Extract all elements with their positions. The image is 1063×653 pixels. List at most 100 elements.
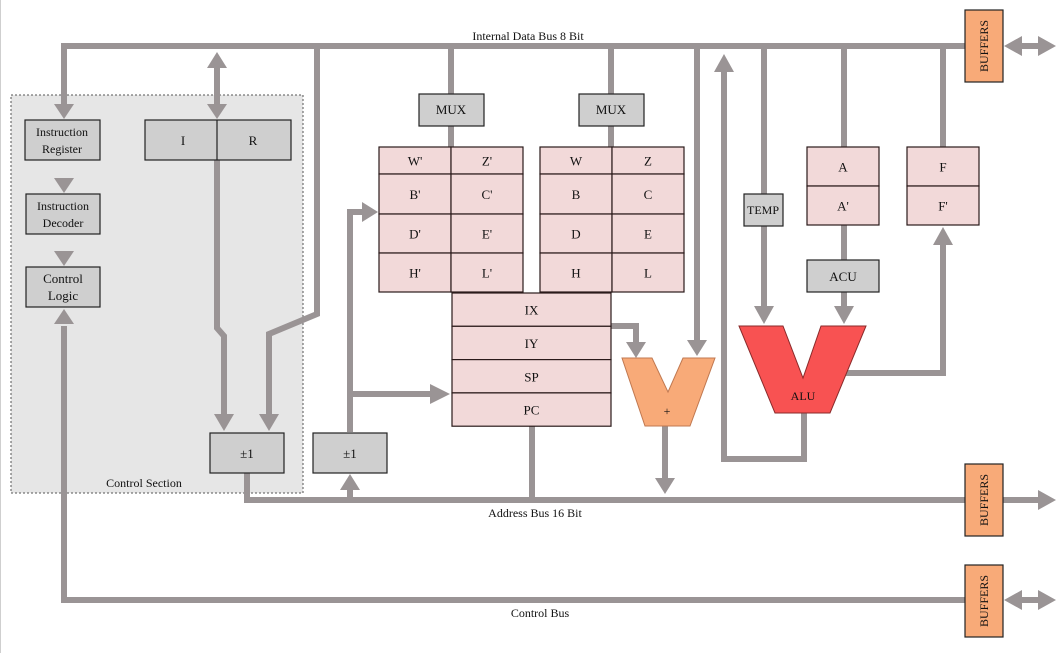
alternate-register-bank: W'Z'B'C'D'E'H'L' bbox=[378, 146, 524, 293]
instruction-decoder-line1: Instruction bbox=[37, 199, 89, 213]
arrow-into-ir bbox=[54, 104, 74, 119]
register-cell: B bbox=[539, 173, 613, 215]
temp-register: TEMP bbox=[743, 193, 784, 227]
register-label: A bbox=[838, 160, 848, 175]
register-label: B bbox=[572, 187, 581, 202]
register-cell: E' bbox=[450, 213, 524, 254]
register-label: Z bbox=[644, 154, 652, 169]
alu-label: ALU bbox=[791, 389, 816, 403]
control-logic-line2: Logic bbox=[48, 288, 79, 303]
register-cell: A bbox=[806, 146, 880, 187]
alu-output-to-databus bbox=[721, 70, 807, 462]
acu: ACU bbox=[806, 259, 880, 293]
alu: ALU bbox=[738, 325, 867, 414]
address-bus-label: Address Bus 16 Bit bbox=[488, 506, 582, 520]
mux-right: MUX bbox=[578, 93, 645, 127]
register-label: F bbox=[939, 160, 946, 175]
mux-left-label: MUX bbox=[436, 102, 467, 117]
register-label: Z' bbox=[482, 154, 492, 169]
instruction-decoder-line2: Decoder bbox=[43, 216, 84, 230]
control-buffers-label: BUFFERS bbox=[977, 575, 991, 627]
register-label: E bbox=[644, 227, 652, 242]
arrow-ir-down bbox=[207, 104, 227, 119]
arrow-address-buffer-right bbox=[1038, 490, 1056, 510]
register-label: W' bbox=[408, 154, 423, 169]
control-section-label: Control Section bbox=[106, 476, 182, 490]
control-bus-buffers: BUFFERS bbox=[964, 564, 1004, 638]
register-label: F' bbox=[938, 199, 948, 214]
register-label: H bbox=[571, 266, 580, 281]
addr-incdec-to-regs bbox=[347, 209, 364, 432]
register-cell: D' bbox=[378, 213, 452, 254]
register-label: L' bbox=[482, 266, 492, 281]
register-cell: L bbox=[611, 252, 685, 293]
register-label: C bbox=[644, 187, 653, 202]
ix-to-adder bbox=[611, 323, 639, 342]
address-inc-dec: ±1 bbox=[312, 432, 388, 474]
arrow-control-buffer-left bbox=[1004, 590, 1022, 610]
acu-label: ACU bbox=[829, 269, 857, 284]
register-label: D' bbox=[409, 227, 421, 242]
register-cell: E bbox=[611, 213, 685, 254]
control-logic-line1: Control bbox=[43, 271, 83, 286]
instruction-register-line2: Register bbox=[42, 142, 82, 156]
main-register-bank: W Z B C D E H L bbox=[539, 146, 685, 293]
address-inc-dec-label: ±1 bbox=[343, 446, 357, 461]
mux-left: MUX bbox=[418, 93, 485, 127]
register-label: E' bbox=[482, 227, 492, 242]
register-cell: L' bbox=[450, 252, 524, 293]
register-label: D bbox=[571, 227, 580, 242]
address-adder: + bbox=[621, 357, 716, 427]
register-cell: W bbox=[539, 146, 613, 175]
arrow-into-regs-alt bbox=[362, 202, 378, 222]
register-label: IX bbox=[525, 303, 539, 318]
arrowheads bbox=[54, 36, 1056, 610]
register-cell: W' bbox=[378, 146, 452, 175]
arrow-into-sp bbox=[430, 384, 450, 404]
arrow-into-f bbox=[933, 227, 953, 245]
instruction-decoder: Instruction Decoder bbox=[25, 193, 101, 235]
arrow-into-adder-left bbox=[626, 342, 646, 358]
bus-lines bbox=[61, 43, 1040, 603]
control-bus-label: Control Bus bbox=[511, 606, 570, 620]
arrow-temp-to-alu bbox=[754, 306, 774, 324]
register-cell: D bbox=[539, 213, 613, 254]
arrow-decoder-to-logic bbox=[54, 251, 74, 266]
register-label: C' bbox=[481, 187, 492, 202]
adder-label: + bbox=[664, 404, 671, 418]
address-buffers-label: BUFFERS bbox=[977, 474, 991, 526]
ir-register: I R bbox=[144, 119, 292, 161]
register-cell: C bbox=[611, 173, 685, 215]
data-bus-buffers: BUFFERS bbox=[964, 9, 1004, 83]
accumulator-register: A A' bbox=[806, 146, 880, 226]
address-bus bbox=[244, 472, 966, 503]
register-cell: PC bbox=[451, 392, 612, 427]
register-label: IY bbox=[525, 336, 539, 351]
register-label: H' bbox=[409, 266, 421, 281]
mux-right-label: MUX bbox=[596, 102, 627, 117]
address-bus-buffers: BUFFERS bbox=[964, 463, 1004, 537]
register-cell: IY bbox=[451, 325, 612, 361]
register-cell: F bbox=[906, 146, 980, 187]
flags-register: F F' bbox=[906, 146, 980, 226]
index-register-bank: IX IY SP PC bbox=[451, 292, 612, 427]
register-cell: C' bbox=[450, 173, 524, 215]
control-inc-dec-label: ±1 bbox=[240, 446, 254, 461]
ir-to-incdec bbox=[214, 160, 227, 416]
register-cell: SP bbox=[451, 359, 612, 394]
page-border bbox=[0, 0, 1, 653]
register-cell: F' bbox=[906, 185, 980, 226]
register-label: A' bbox=[837, 199, 849, 214]
register-cell: H bbox=[539, 252, 613, 293]
register-cell: Z' bbox=[450, 146, 524, 175]
arrow-data-buffer-right bbox=[1038, 36, 1056, 56]
databus-to-ctrl-incdec bbox=[266, 46, 320, 416]
arrow-into-adder-right bbox=[687, 340, 707, 356]
data-buffers-label: BUFFERS bbox=[977, 20, 991, 72]
control-logic: Control Logic bbox=[25, 266, 101, 308]
temp-label: TEMP bbox=[747, 203, 779, 217]
register-label: PC bbox=[524, 403, 540, 418]
register-label: L bbox=[644, 266, 652, 281]
instruction-register: Instruction Register bbox=[24, 119, 101, 161]
arrow-into-ctrl-incdec-right bbox=[259, 414, 279, 431]
